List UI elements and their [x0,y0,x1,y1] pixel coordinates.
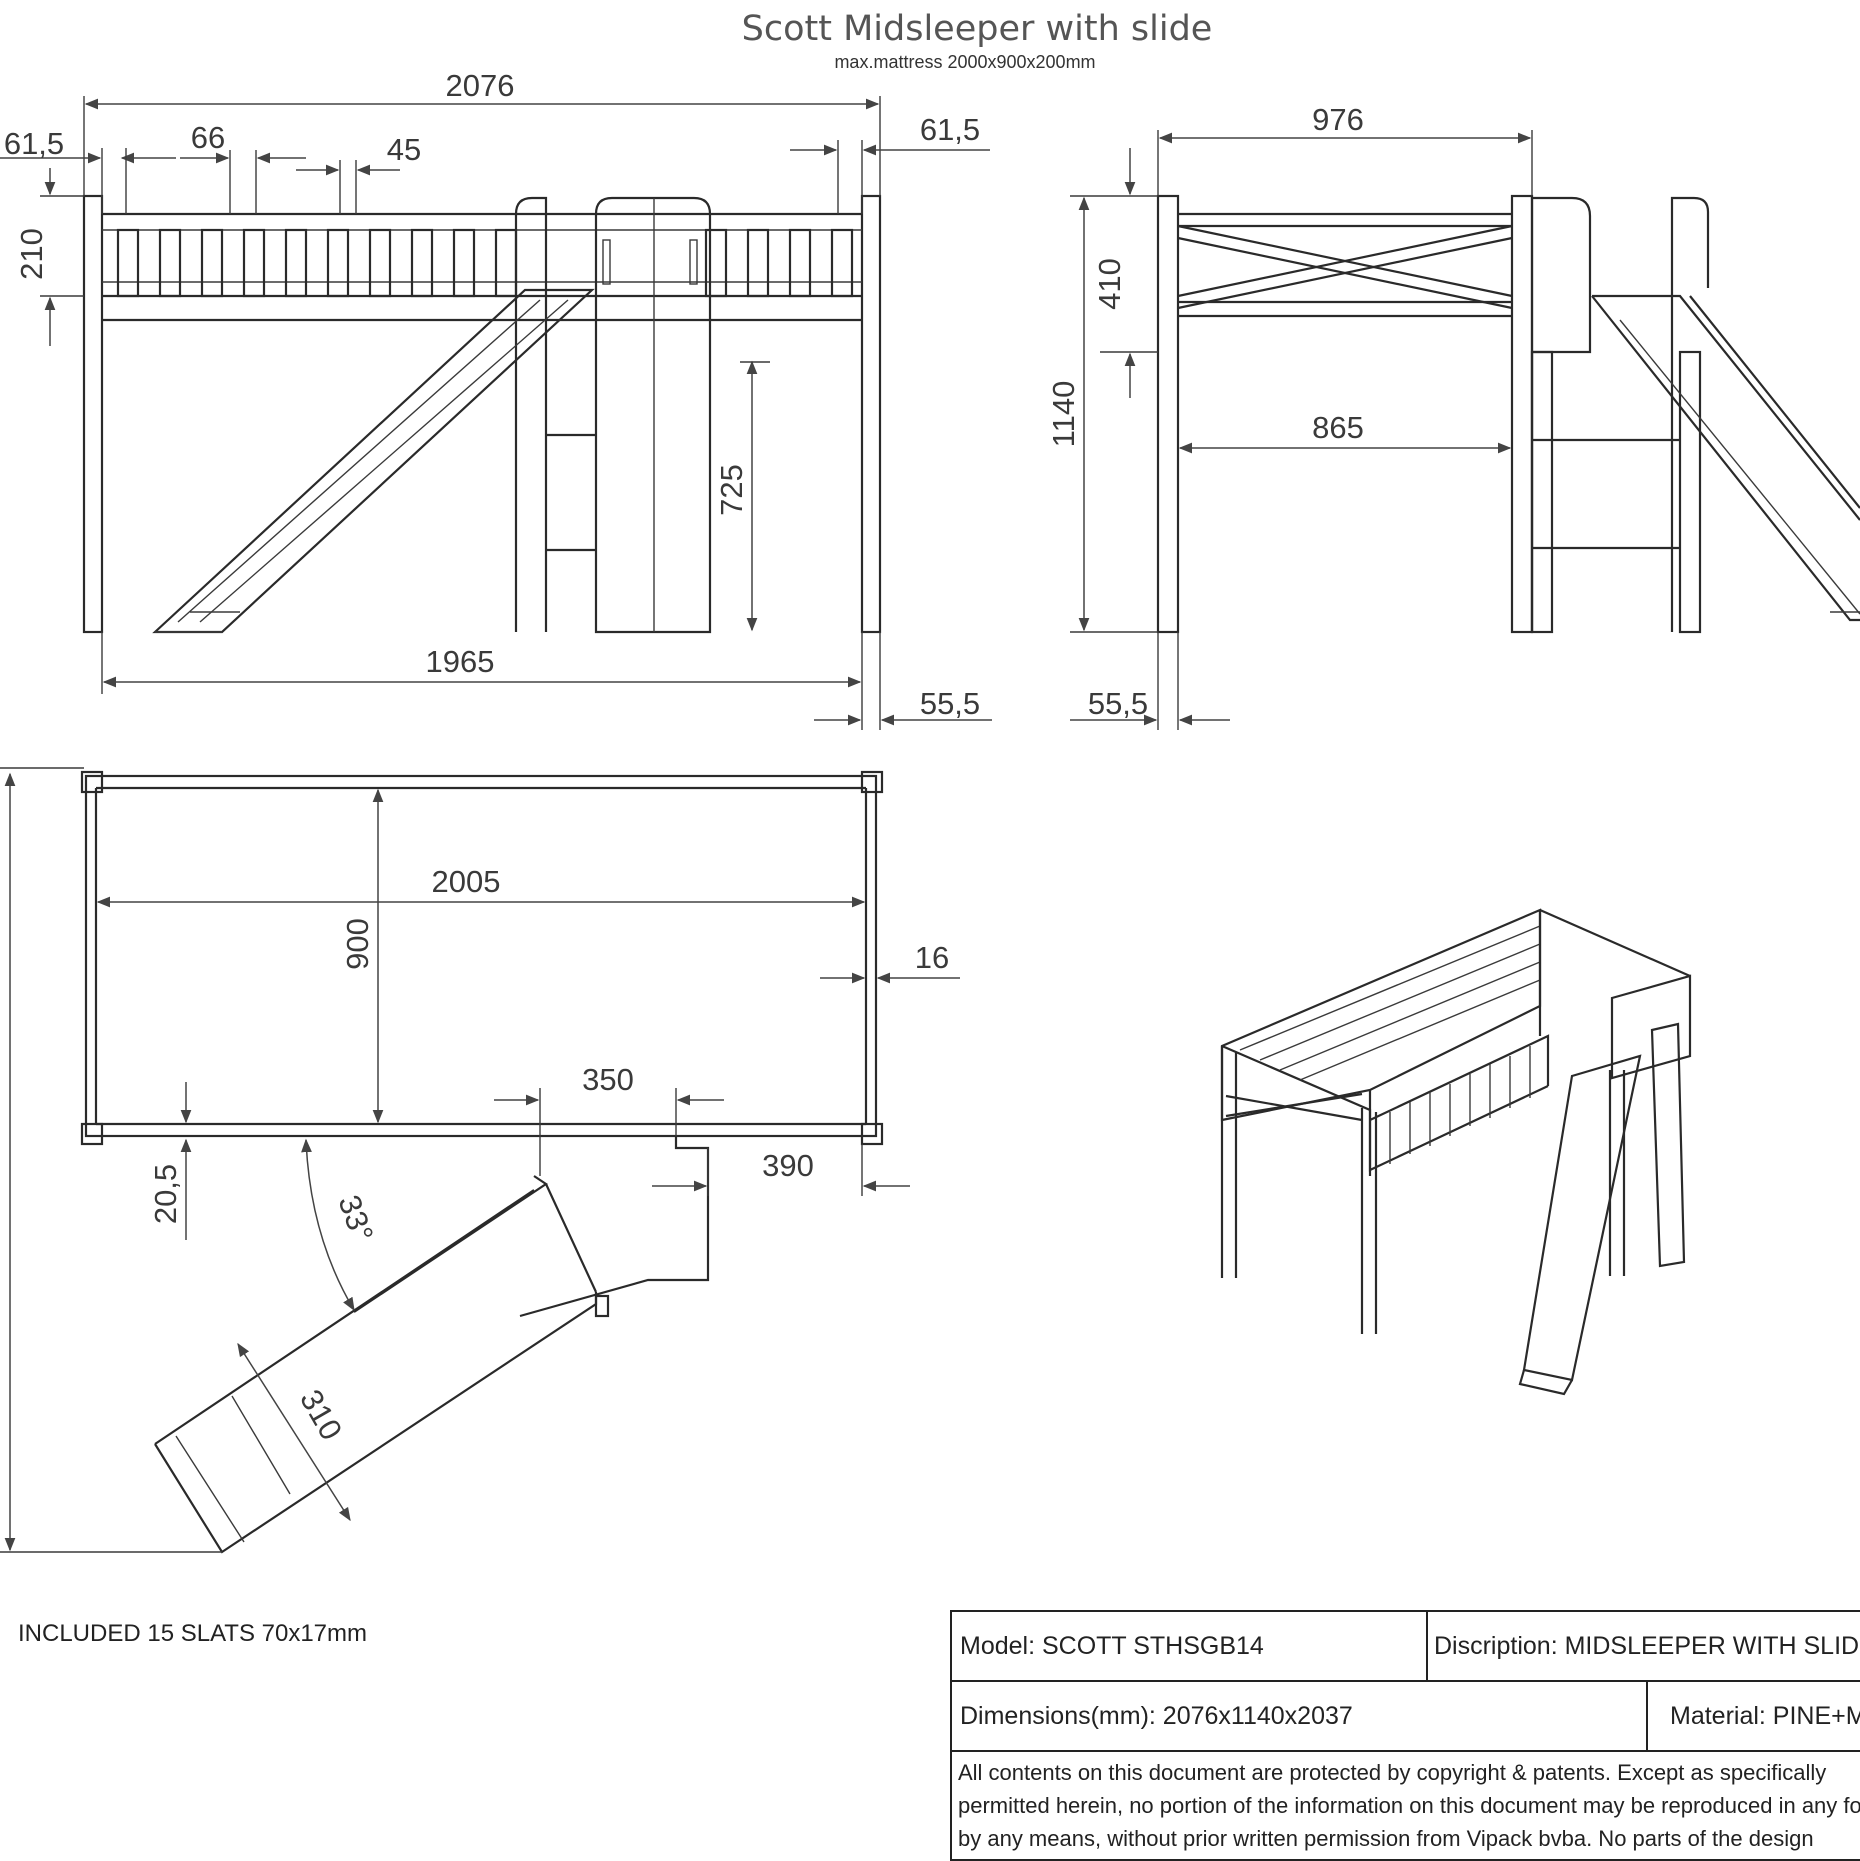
slats-note: INCLUDED 15 SLATS 70x17mm [18,1620,368,1647]
dim-side-total-height: 1140 [1046,381,1081,448]
dim-side-rail-height: 410 [1092,258,1127,310]
top-view [80,770,884,1554]
legal-line-2: permitted herein, no portion of the info… [958,1793,1860,1818]
material-field: Material: PINE+MDF [1670,1701,1860,1730]
isometric-view [1220,908,1692,1396]
dim-front-overall-width: 2076 [446,68,515,103]
dim-slide-angle: 33° [331,1190,380,1246]
title-block: Model: SCOTT STHSGB14 Discription: MIDSL… [950,1610,1860,1861]
dim-top-ladder-offset: 390 [762,1148,814,1183]
front-view [82,194,882,634]
dim-front-left-offset: 61,5 [4,126,64,161]
title-block-row-2: Dimensions(mm): 2076x1140x2037 Material:… [952,1682,1860,1752]
legal-line-1: All contents on this document are protec… [958,1760,1827,1785]
drawing-title: Scott Midsleeper with slide [742,9,1213,49]
dim-top-frame-thickness: 16 [915,940,949,975]
description-field: Discription: MIDSLEEPER WITH SLIDE [1434,1631,1860,1660]
dim-front-leg-offset: 55,5 [920,686,980,721]
side-dimensions: 976 410 1140 865 55,5 [1046,102,1533,730]
dim-side-inner-width: 865 [1312,410,1364,445]
top-dimensions: 2005 900 16 350 390 20,5 33° 310 [0,767,960,1553]
legal-notice: All contents on this document are protec… [952,1752,1860,1859]
model-field: Model: SCOTT STHSGB14 [952,1612,1428,1680]
dim-front-inner-length: 1965 [426,644,495,679]
dim-top-inner-length: 2005 [432,864,501,899]
dim-slide-width: 310 [293,1384,349,1446]
dim-top-inner-width: 900 [340,918,375,970]
dim-top-rail-offset: 20,5 [148,1164,183,1224]
dimensions-field: Dimensions(mm): 2076x1140x2037 [952,1682,1648,1750]
front-dimensions: 2076 61,5 66 45 61,5 210 725 1965 [0,68,992,730]
title-block-row-1: Model: SCOTT STHSGB14 Discription: MIDSL… [952,1612,1860,1682]
drawing-subtitle: max.mattress 2000x900x200mm [834,52,1095,72]
dim-front-under-height: 725 [714,464,749,516]
legal-line-3: by any means, without prior written perm… [958,1826,1814,1851]
dim-top-ladder-width: 350 [582,1062,634,1097]
side-view [1156,194,1860,634]
dim-front-slat-pitch: 66 [191,120,225,155]
dim-side-overall-width: 976 [1312,102,1364,137]
dim-front-right-offset: 61,5 [920,112,980,147]
front-rail-slats [116,228,854,298]
dim-side-leg-offset: 55,5 [1088,686,1148,721]
dim-front-rail-height: 210 [14,228,49,280]
dim-front-slat-width: 45 [387,132,421,167]
